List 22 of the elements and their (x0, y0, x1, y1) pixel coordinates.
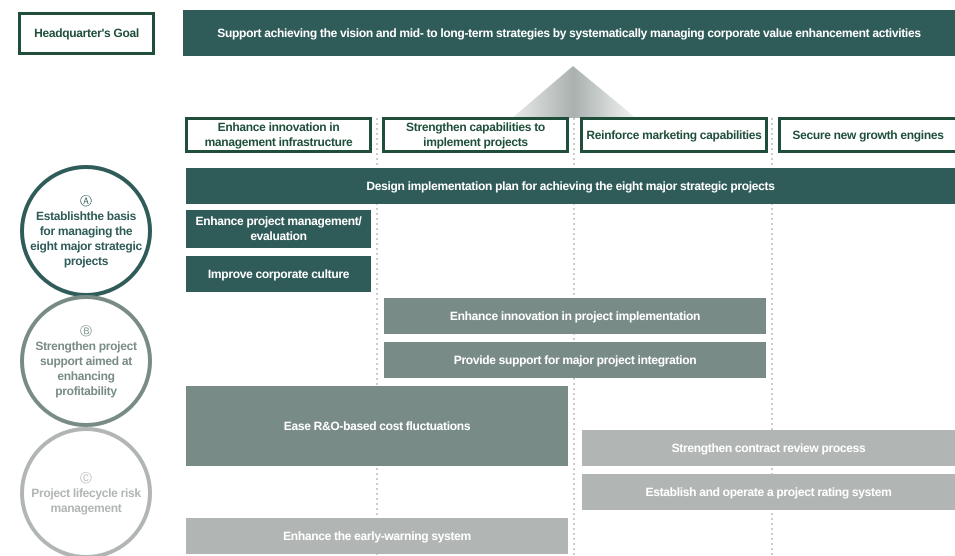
objective-text: Project lifecycle risk management (30, 486, 142, 516)
task-bar: Enhance the early-warning system (186, 518, 568, 554)
objective-letter: Ⓒ (80, 470, 92, 486)
task-bar: Enhance innovation in project implementation (384, 298, 766, 334)
task-bar: Design implementation plan for achieving the eight major strategic projects (186, 168, 955, 204)
heading-box: Secure new growth engines (778, 117, 955, 153)
heading-box: Strengthen capabilities to implement projects (382, 117, 569, 153)
task-bar: Improve corporate culture (186, 256, 371, 292)
task-bar: Provide support for major project integration (384, 342, 766, 378)
objective-letter: Ⓑ (80, 324, 92, 338)
task-bar: Support achieving the vision and mid- to long-term strategies by systematically managing corporate value enhancement activities (183, 10, 955, 56)
task-bar: Establish and operate a project rating system (582, 474, 955, 510)
task-bar: Enhance project management/ evaluation (186, 210, 371, 248)
task-bar: Strengthen contract review process (582, 430, 955, 466)
heading-box: Headquarter's Goal (18, 12, 155, 55)
objective-text: Strengthen project support aimed at enhancing profitability (34, 338, 138, 398)
heading-box: Reinforce marketing capabilities (580, 117, 768, 153)
heading-box: Enhance innovation in management infrastructure (185, 117, 372, 153)
objective-letter: Ⓐ (80, 194, 92, 208)
objective-text: Establishthe basis for managing the eight major strategic projects (30, 208, 142, 268)
task-bar: Ease R&O-based cost fluctuations (186, 386, 568, 466)
pointer-wedge (512, 66, 636, 118)
